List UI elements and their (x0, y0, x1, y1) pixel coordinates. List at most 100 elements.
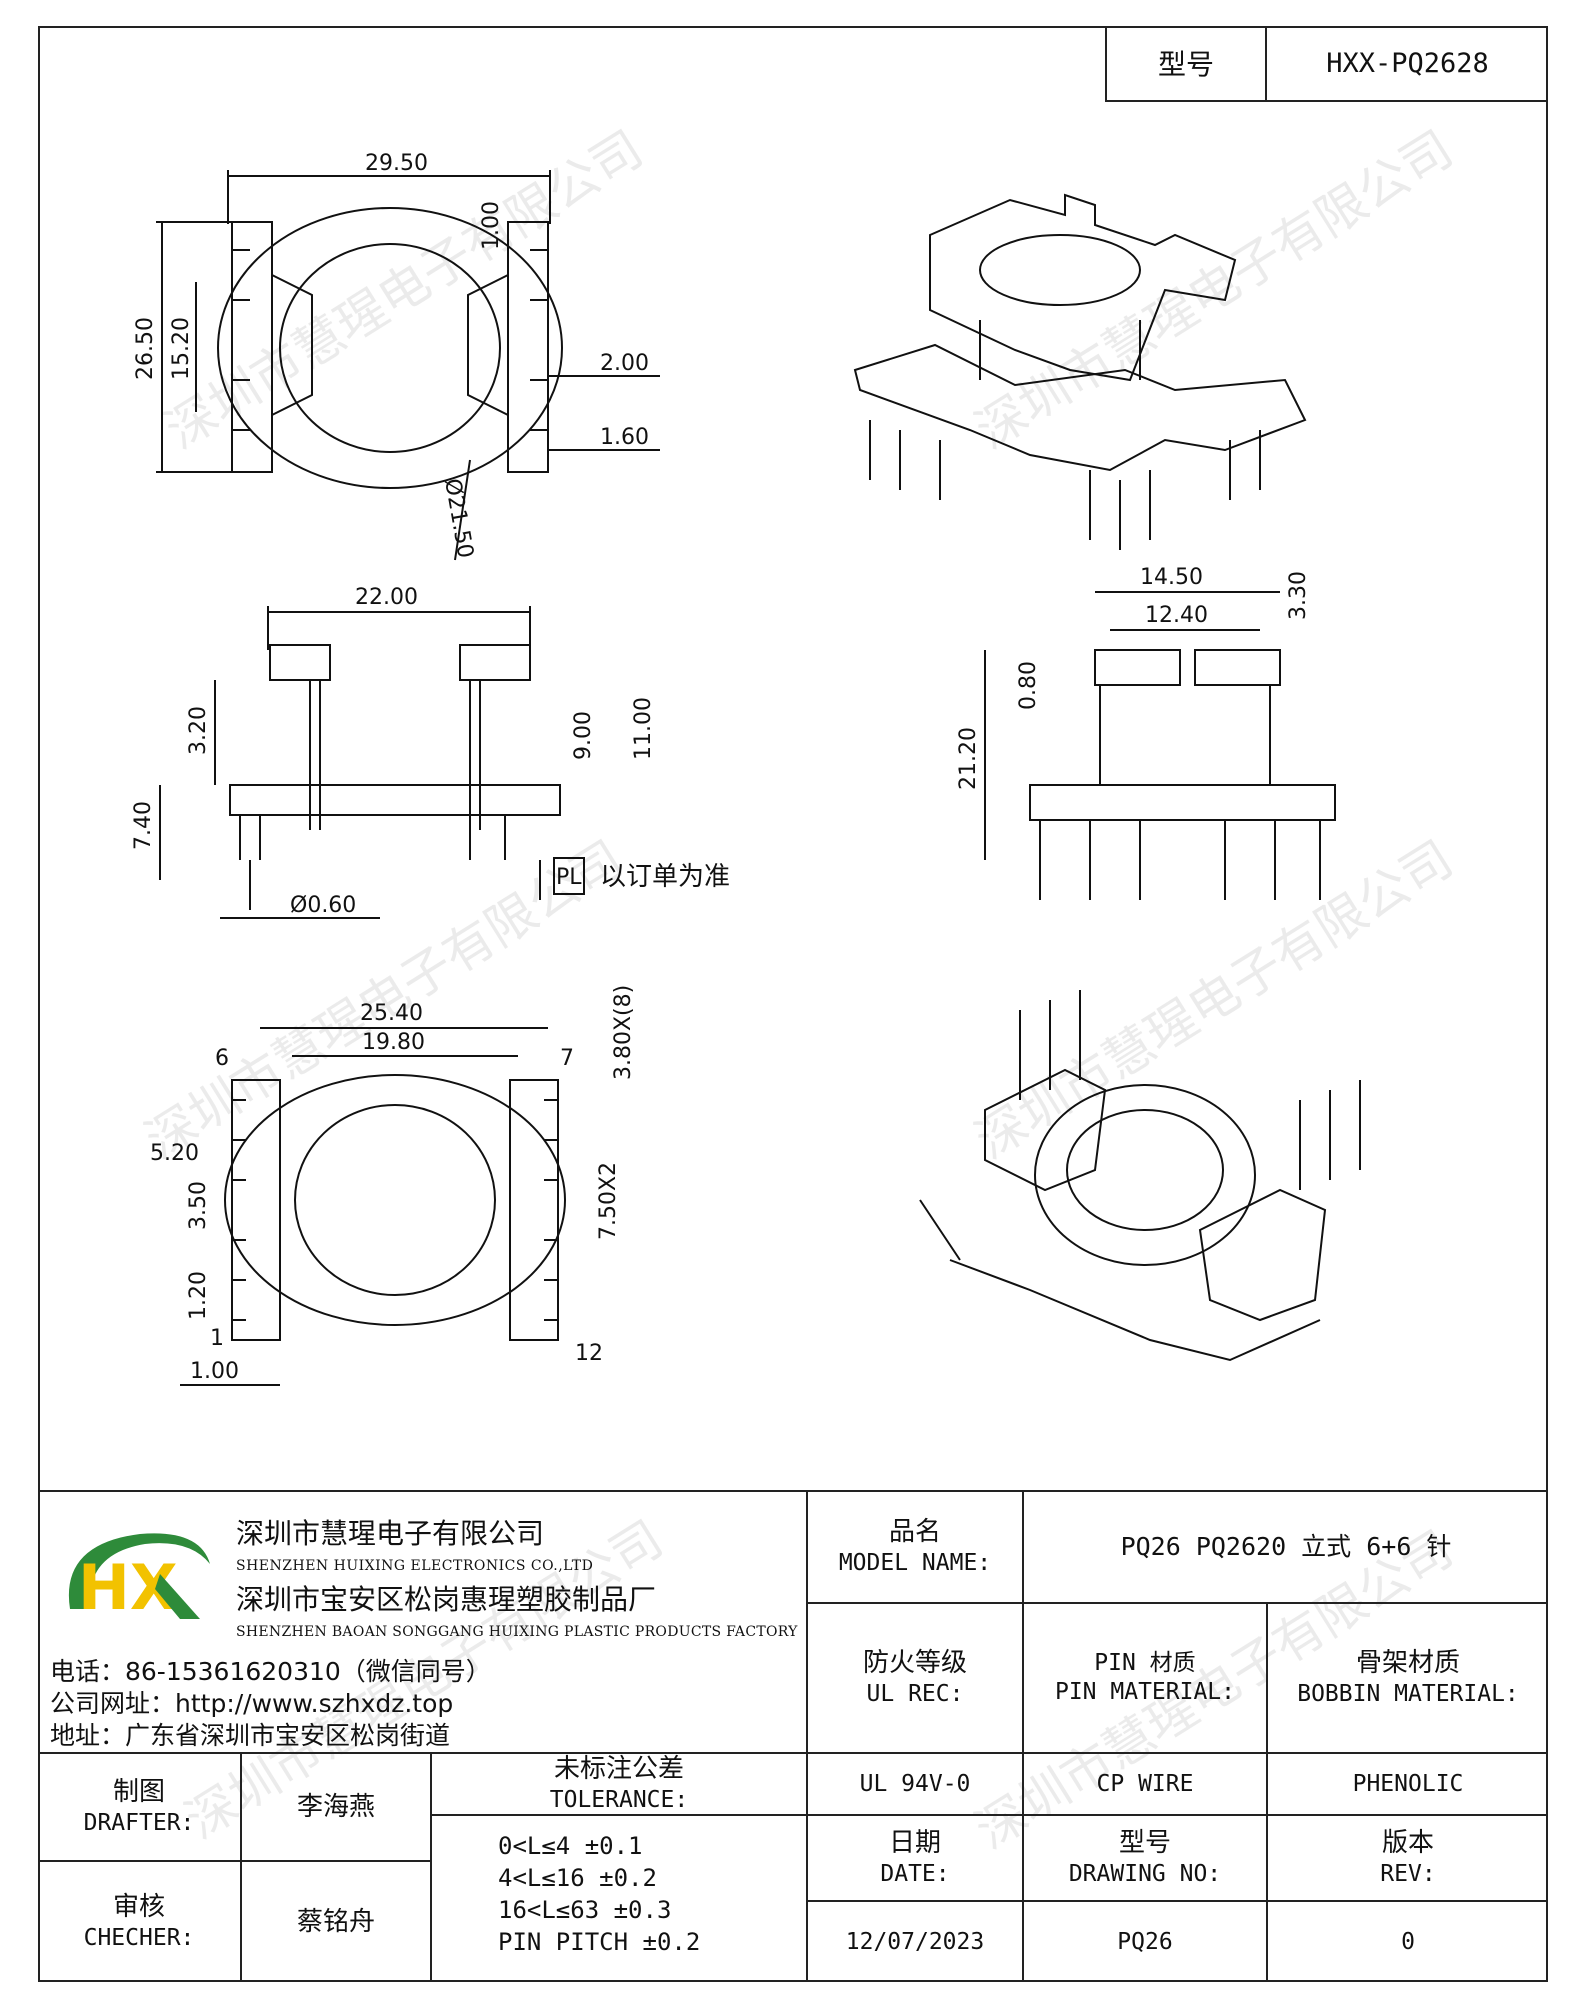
bobbin-material-label: 骨架材质 BOBBIN MATERIAL: (1268, 1604, 1548, 1752)
dim-h4: 7.40 (131, 801, 156, 850)
dim-bottom-w1: 25.40 (360, 1001, 423, 1026)
dim-gap: 1.00 (479, 201, 504, 250)
dim-p2: 3.50 (186, 1181, 211, 1230)
ul-cn: 防火等级 (862, 1648, 967, 1679)
ul-en: UL REC: (866, 1680, 964, 1707)
pin-label-7: 7 (560, 1046, 574, 1071)
date-en: DATE: (880, 1860, 950, 1887)
checker-en: CHECHER: (83, 1924, 195, 1951)
tb-line (808, 1900, 1548, 1902)
tolerance-label: 未标注公差 TOLERANCE: (432, 1754, 806, 1814)
model-name-value: PQ26 PQ2620 立式 6+6 针 (1024, 1492, 1548, 1602)
dim-front-height: 21.20 (956, 727, 981, 790)
tb-line (432, 1814, 1548, 1816)
drawing-value: PQ26 (1024, 1902, 1266, 1982)
checker-name: 蔡铭舟 (296, 1906, 375, 1937)
dim-p4: 1.00 (190, 1359, 239, 1384)
dim-front-w2: 12.40 (1145, 603, 1208, 628)
pin-value: CP WIRE (1024, 1754, 1266, 1814)
dim-height-inner: 15.20 (169, 317, 194, 380)
dim-front-w1: 14.50 (1140, 565, 1203, 590)
bobbin-value: PHENOLIC (1268, 1754, 1548, 1814)
dim-pitch: 3.80X(8) (611, 985, 636, 1080)
dim-front-t: 0.80 (1016, 661, 1041, 710)
tolerance-en: TOLERANCE: (549, 1786, 689, 1813)
date-value: 12/07/2023 (808, 1902, 1022, 1982)
drawing-en: DRAWING NO: (1068, 1860, 1222, 1887)
rev-value: 0 (1268, 1902, 1548, 1982)
drawing-label: 型号 DRAWING NO: (1024, 1816, 1266, 1900)
iso-view-top (853, 193, 1307, 550)
dim-width: 29.50 (365, 151, 428, 176)
dim-pin-dia: Ø0.60 (290, 893, 356, 918)
dim-bottom-w2: 19.80 (362, 1030, 425, 1055)
tb-line (1266, 1602, 1268, 1982)
checker-value: 蔡铭舟 (242, 1862, 430, 1982)
bottom-view: 25.40 19.80 3.80X(8) 5.20 3.50 1.20 1.00… (150, 985, 636, 1386)
rev-cn: 版本 (1381, 1828, 1434, 1859)
dim-slot2: 1.60 (600, 425, 649, 450)
pin-label-6: 6 (215, 1046, 229, 1071)
rev-text: 0 (1401, 1928, 1415, 1955)
side-view: 22.00 3.20 9.00 11.00 7.40 Ø0.60 PL 以订单为… (131, 585, 730, 919)
pin-label-12: 12 (575, 1341, 603, 1366)
pl-note: 以订单为准 (600, 862, 730, 892)
date-cn: 日期 (888, 1828, 941, 1859)
dim-h3: 11.00 (631, 697, 656, 760)
ul-value-text: UL 94V-0 (859, 1770, 971, 1797)
checker-cn: 审核 (112, 1892, 165, 1923)
ul-label: 防火等级 UL REC: (808, 1604, 1022, 1752)
drawing-cn: 型号 (1118, 1828, 1171, 1859)
dim-p1: 5.20 (150, 1141, 199, 1166)
drawing-sheet (38, 26, 1548, 1982)
front-view: 14.50 12.40 3.30 0.80 21.20 (956, 565, 1336, 900)
iso-view-bottom (919, 990, 1361, 1362)
bobbin-value-text: PHENOLIC (1352, 1770, 1464, 1797)
date-label: 日期 DATE: (808, 1816, 1022, 1900)
pin-cn: PIN 材质 (1094, 1650, 1196, 1677)
watermark-text: 深圳市慧瑆电子有限公司 (966, 120, 1463, 461)
dim-p3: 1.20 (186, 1271, 211, 1320)
tb-line (1022, 1490, 1024, 1982)
model-name-label: 品名 MODEL NAME: (808, 1492, 1022, 1602)
top-view: 29.50 26.50 15.20 1.00 2.00 1.60 Ø21.50 (133, 151, 660, 561)
tolerance-line: PIN PITCH ±0.2 (498, 1928, 701, 1956)
pin-material-label: PIN 材质 PIN MATERIAL: (1024, 1604, 1266, 1752)
checker-label: 审核 CHECHER: (38, 1862, 240, 1982)
drafter-name: 李海燕 (296, 1791, 375, 1822)
tolerance-table: 0<L≤4 ±0.1 4<L≤16 ±0.2 16<L≤63 ±0.3 PIN … (498, 1830, 700, 1958)
factory-name-en: SHENZHEN BAOAN SONGGANG HUIXING PLASTIC … (236, 1624, 798, 1640)
dim-slot: 2.00 (600, 351, 649, 376)
dim-h1: 3.20 (186, 706, 211, 755)
model-label: 型号 (1107, 26, 1267, 100)
dim-height-outer: 26.50 (133, 317, 158, 380)
drafter-value: 李海燕 (242, 1754, 430, 1860)
tolerance-line: 16<L≤63 ±0.3 (498, 1896, 672, 1924)
ul-value: UL 94V-0 (808, 1754, 1022, 1814)
bobbin-cn: 骨架材质 (1355, 1648, 1460, 1679)
tb-line (240, 1752, 242, 1982)
dim-p5: 7.50X2 (596, 1162, 621, 1240)
drafter-cn: 制图 (112, 1777, 165, 1808)
tb-line (38, 1752, 1548, 1754)
dim-diameter: Ø21.50 (439, 477, 478, 560)
drafter-en: DRAFTER: (83, 1809, 195, 1836)
model-name-text: PQ26 PQ2620 立式 6+6 针 (1120, 1532, 1452, 1562)
rev-en: REV: (1380, 1860, 1436, 1887)
company-website: 公司网址：http://www.szhxdz.top (50, 1689, 454, 1718)
company-block: HX 深圳市慧瑆电子有限公司 SHENZHEN HUIXING ELECTRON… (38, 1492, 808, 1754)
tb-line (808, 1602, 1548, 1604)
factory-name-cn: 深圳市宝安区松岗惠瑆塑胶制品厂 (236, 1583, 657, 1616)
tolerance-line: 0<L≤4 ±0.1 (498, 1832, 643, 1860)
dim-flange: 22.00 (355, 585, 418, 610)
pin-value-text: CP WIRE (1096, 1770, 1194, 1797)
tb-line (38, 1860, 432, 1862)
model-name-en: MODEL NAME: (838, 1549, 992, 1576)
date-text: 12/07/2023 (845, 1928, 985, 1955)
rev-label: 版本 REV: (1268, 1816, 1548, 1900)
model-name-cn: 品名 (888, 1517, 941, 1548)
pin-label-1: 1 (210, 1326, 224, 1351)
model-header: 型号 HXX-PQ2628 (1105, 26, 1548, 102)
pl-box: PL (556, 865, 582, 890)
drawing-text: PQ26 (1117, 1928, 1173, 1955)
